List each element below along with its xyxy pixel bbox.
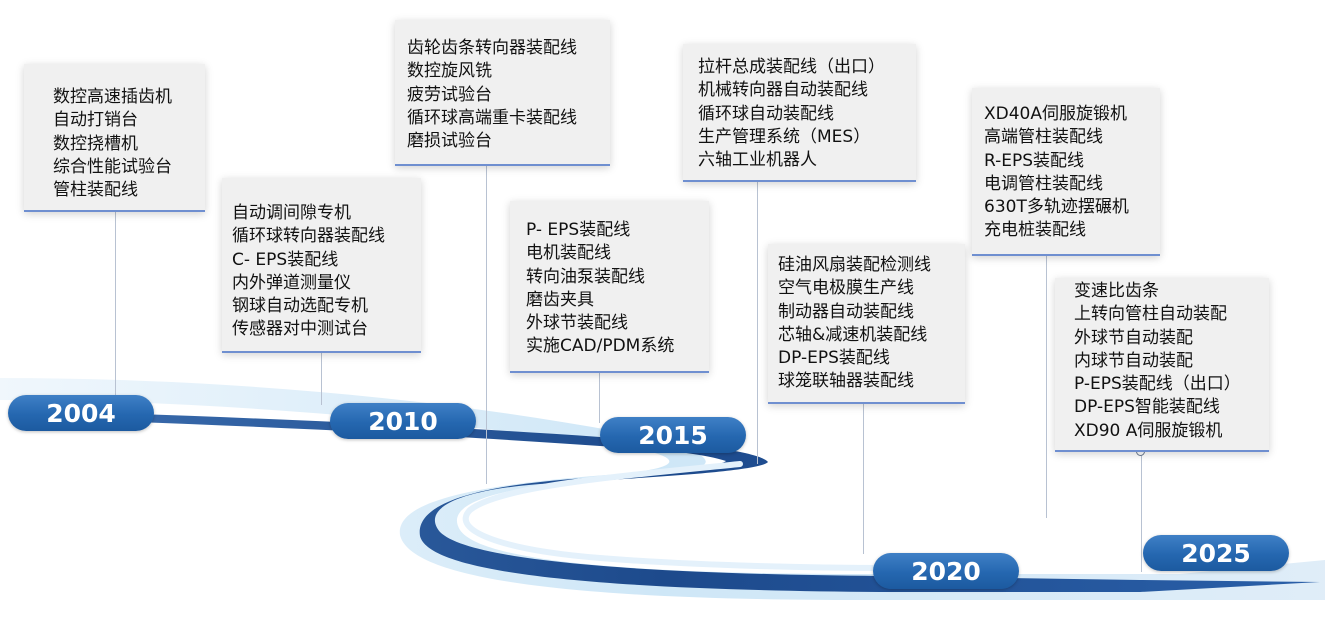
milestone-item: 综合性能试验台 xyxy=(53,156,172,177)
milestone-item: 自动调间隙专机 xyxy=(232,203,351,223)
milestone-items: 数控高速插齿机 自动打销台 数控挠槽机 综合性能试验台 管柱装配线 xyxy=(53,86,205,202)
milestone-item: 钢球自动选配专机 xyxy=(232,296,368,317)
connector-line xyxy=(599,373,600,423)
milestone-item: 数控旋风铣 xyxy=(407,61,492,82)
connector-line xyxy=(115,212,116,398)
year-badge-2015: 2015 xyxy=(600,417,746,453)
year-badge-2025: 2025 xyxy=(1143,535,1289,571)
milestone-item: 磨齿夹具 xyxy=(526,289,594,310)
milestone-item: P- EPS装配线 xyxy=(526,220,631,240)
milestone-item: 数控挠槽机 xyxy=(53,133,138,154)
milestone-item: C- EPS装配线 xyxy=(232,249,339,270)
milestone-item: 充电桩装配线 xyxy=(984,220,1086,241)
milestone-item: 拉杆总成装配线（出口） xyxy=(698,57,885,77)
connector-line xyxy=(486,166,487,484)
milestone-item: 数控高速插齿机 xyxy=(53,87,172,107)
milestone-card-2023: XD40A伺服旋锻机 高端管柱装配线 R-EPS装配线 电调管柱装配线 630T… xyxy=(972,88,1160,256)
milestone-item: DP-EPS装配线 xyxy=(778,348,890,369)
milestone-items: 硅油风扇装配检测线 空气电极膜生产线 制动器自动装配线 芯轴&减速机装配线 DP… xyxy=(778,254,965,394)
connector-line xyxy=(1141,452,1142,572)
connector-line xyxy=(1046,256,1047,518)
milestone-item: 制动器自动装配线 xyxy=(778,301,914,322)
milestone-item: 机械转向器自动装配线 xyxy=(698,80,868,101)
milestone-item: 自动打销台 xyxy=(53,110,138,131)
milestone-item: 管柱装配线 xyxy=(53,180,138,201)
milestone-item: 传感器对中测试台 xyxy=(232,319,368,340)
milestone-item: 空气电极膜生产线 xyxy=(778,278,914,299)
milestone-item: 疲劳试验台 xyxy=(407,84,492,105)
milestone-items: 拉杆总成装配线（出口） 机械转向器自动装配线 循环球自动装配线 生产管理系统（M… xyxy=(698,56,916,172)
milestone-item: 生产管理系统（MES） xyxy=(698,126,871,147)
milestone-card-2020: 硅油风扇装配检测线 空气电极膜生产线 制动器自动装配线 芯轴&减速机装配线 DP… xyxy=(768,244,965,404)
milestone-item: XD90 A伺服旋锻机 xyxy=(1074,420,1223,441)
milestone-item: 循环球转向器装配线 xyxy=(232,226,385,247)
milestone-item: 磨损试验台 xyxy=(407,131,492,152)
milestone-item: 芯轴&减速机装配线 xyxy=(778,324,928,345)
milestone-item: 硅油风扇装配检测线 xyxy=(778,255,931,275)
milestone-item: 外球节装配线 xyxy=(526,313,628,334)
milestone-item: 高端管柱装配线 xyxy=(984,127,1103,148)
milestone-item: 齿轮齿条转向器装配线 xyxy=(407,38,577,58)
milestone-item: XD40A伺服旋锻机 xyxy=(984,104,1127,124)
milestone-card-2018: 拉杆总成装配线（出口） 机械转向器自动装配线 循环球自动装配线 生产管理系统（M… xyxy=(683,44,916,182)
milestone-item: 实施CAD/PDM系统 xyxy=(526,336,675,357)
milestone-items: XD40A伺服旋锻机 高端管柱装配线 R-EPS装配线 电调管柱装配线 630T… xyxy=(984,103,1160,243)
milestone-items: 自动调间隙专机 循环球转向器装配线 C- EPS装配线 内外弹道测量仪 钢球自动… xyxy=(232,202,421,342)
connector-line xyxy=(863,404,864,554)
milestone-items: 变速比齿条 上转向管柱自动装配 外球节自动装配 内球节自动装配 P-EPS装配线… xyxy=(1074,280,1269,443)
milestone-card-2012: 齿轮齿条转向器装配线 数控旋风铣 疲劳试验台 循环球高端重卡装配线 磨损试验台 xyxy=(395,20,610,166)
connector-line xyxy=(757,182,758,464)
milestone-item: 循环球高端重卡装配线 xyxy=(407,107,577,128)
milestone-item: 电调管柱装配线 xyxy=(984,173,1103,194)
milestone-item: 上转向管柱自动装配 xyxy=(1074,304,1227,325)
milestone-item: 变速比齿条 xyxy=(1074,281,1159,301)
milestone-card-2015: P- EPS装配线 电机装配线 转向油泵装配线 磨齿夹具 外球节装配线 实施CA… xyxy=(510,201,709,373)
milestone-items: P- EPS装配线 电机装配线 转向油泵装配线 磨齿夹具 外球节装配线 实施CA… xyxy=(526,219,709,359)
milestone-item: DP-EPS智能装配线 xyxy=(1074,397,1220,418)
milestone-card-2025: 变速比齿条 上转向管柱自动装配 外球节自动装配 内球节自动装配 P-EPS装配线… xyxy=(1055,278,1269,452)
milestone-item: 六轴工业机器人 xyxy=(698,150,817,171)
year-badge-2010: 2010 xyxy=(330,403,476,439)
milestone-item: 内球节自动装配 xyxy=(1074,350,1193,371)
year-badge-2004: 2004 xyxy=(8,395,154,431)
milestone-item: 内外弹道测量仪 xyxy=(232,272,351,293)
milestone-item: 电机装配线 xyxy=(526,243,611,264)
milestone-item: 外球节自动装配 xyxy=(1074,327,1193,348)
milestone-card-2004: 数控高速插齿机 自动打销台 数控挠槽机 综合性能试验台 管柱装配线 xyxy=(24,64,205,212)
milestone-item: 循环球自动装配线 xyxy=(698,103,834,124)
milestone-card-2010: 自动调间隙专机 循环球转向器装配线 C- EPS装配线 内外弹道测量仪 钢球自动… xyxy=(222,178,421,353)
milestone-item: 转向油泵装配线 xyxy=(526,266,645,287)
milestone-item: R-EPS装配线 xyxy=(984,150,1085,171)
milestone-item: 球笼联轴器装配线 xyxy=(778,371,914,392)
milestone-item: 630T多轨迹摆碾机 xyxy=(984,197,1129,218)
milestone-item: P-EPS装配线（出口） xyxy=(1074,374,1241,395)
connector-line xyxy=(321,353,322,405)
road-highlight xyxy=(462,461,903,571)
milestone-items: 齿轮齿条转向器装配线 数控旋风铣 疲劳试验台 循环球高端重卡装配线 磨损试验台 xyxy=(407,37,610,153)
year-badge-2020: 2020 xyxy=(873,553,1019,589)
